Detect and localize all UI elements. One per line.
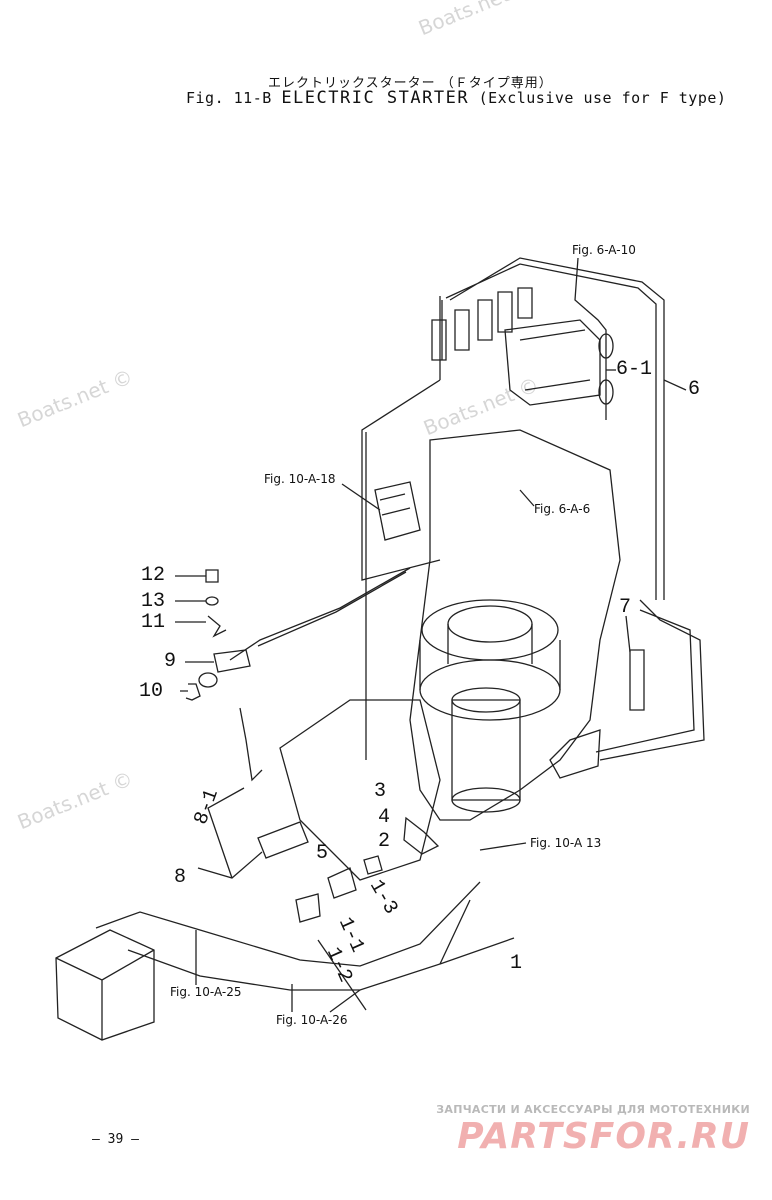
title-japanese: エレクトリックスターター （Ｆタイプ専用）: [268, 76, 553, 91]
figure-main-title: ELECTRIC STARTER: [281, 88, 470, 108]
leader-fig-6-a-6: [519, 489, 535, 507]
figure-number: Fig. 11-B: [186, 89, 272, 107]
harness-loop-upper: [439, 257, 665, 600]
leader-part-1-2: [317, 939, 367, 1011]
part-8-switch: [239, 707, 263, 782]
part-label-7: 7: [619, 596, 632, 619]
part-label-10: 10: [139, 680, 164, 703]
part-2-plate: [403, 816, 440, 855]
ref-fig-6-a-6: Fig. 6-A-6: [534, 502, 591, 516]
part-label-2: 2: [378, 830, 391, 853]
brand-tagline: ЗАПЧАСТИ И АКСЕССУАРЫ ДЛЯ МОТОТЕХНИКИ: [436, 1103, 750, 1116]
ref-fig-10-a-26: Fig. 10-A-26: [276, 1013, 348, 1027]
leader-fig-10-a-13: [479, 842, 527, 851]
part-label-1: 1: [510, 952, 523, 975]
part-label-6: 6: [688, 378, 701, 401]
part-label-8: 8: [174, 866, 187, 889]
leader-fig-10-a-26: [291, 984, 361, 1013]
part-label-12: 12: [141, 564, 166, 587]
coil-assembly: [374, 481, 421, 541]
figure-subtitle: (Exclusive use for F type): [478, 89, 727, 107]
part-label-11: 11: [141, 611, 166, 634]
wire-to-key: [229, 567, 411, 661]
part-10-cap: [180, 683, 201, 701]
battery-cable-26: [127, 899, 471, 991]
part-label-3: 3: [374, 780, 387, 803]
battery: [55, 929, 155, 1041]
part-9-connector: [185, 649, 251, 673]
figure-title: Fig. 11-B ELECTRIC STARTER (Exclusive us…: [186, 88, 726, 108]
leader-fig-10-a-18: [341, 483, 381, 511]
leader-part-7: [625, 615, 631, 653]
part-12-bolt: [175, 569, 219, 583]
part-label-13: 13: [141, 590, 166, 613]
ref-fig-6-a-10: Fig. 6-A-10: [572, 243, 636, 257]
engine-body: [409, 429, 621, 821]
part-11-clip: [175, 615, 227, 638]
battery-cable-25: [95, 881, 481, 967]
brand-logo: PARTSFOR.RU: [457, 1116, 750, 1157]
bracket-panel: [279, 699, 441, 881]
flywheel: [421, 599, 559, 661]
part-label-5: 5: [316, 842, 329, 865]
part-4-nut: [363, 855, 383, 875]
part-label-4: 4: [378, 806, 391, 829]
cdi-unit: [504, 319, 601, 406]
starter-motor: [451, 699, 521, 801]
leader-part-1: [439, 937, 515, 965]
leader-part-6: [663, 379, 687, 391]
part-label-6-1: 6-1: [616, 358, 653, 381]
part-1-1-boot: [295, 893, 321, 923]
part-label-9: 9: [164, 650, 177, 673]
page-number: – 39 –: [92, 1132, 139, 1147]
part-5-grommet: [327, 867, 357, 899]
ref-fig-10-a-25: Fig. 10-A-25: [170, 985, 242, 999]
wire-fig-6-1: [574, 257, 607, 420]
connector-block: [431, 287, 533, 361]
harness-right: [595, 599, 705, 761]
ref-fig-10-a-18: Fig. 10-A-18: [264, 472, 336, 486]
ref-fig-10-a-13: Fig. 10-A 13: [530, 836, 602, 850]
engine-outline-left: [361, 379, 441, 760]
